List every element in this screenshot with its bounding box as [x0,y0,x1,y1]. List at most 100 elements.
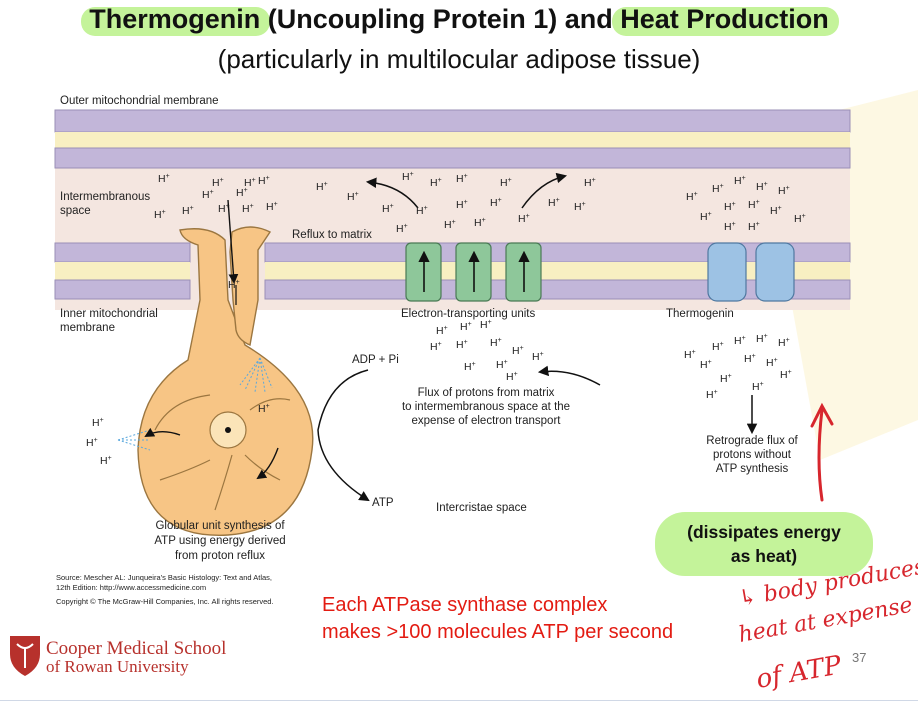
proton-label: H+ [212,177,224,189]
proton-label: H+ [686,191,698,203]
proton-label: H+ [242,203,254,215]
proton-label: H+ [182,205,194,217]
inner-membrane-label-2: membrane [60,322,115,334]
handwritten-line-3: of ATP [754,650,844,695]
slide-title: Thermogenin (Uncoupling Protein 1) and H… [0,4,918,35]
copyright-notice: Copyright © The McGraw-Hill Companies, I… [56,597,274,606]
proton-label: H+ [266,201,278,213]
footer-divider [0,700,918,701]
handwritten-arrow-head [810,402,834,428]
source-citation: Source: Mescher AL: Junqueira's Basic Hi… [56,573,272,593]
proton-label: H+ [456,339,468,351]
atpase-note: Each ATPase synthase complex makes >100 … [322,592,742,646]
dissipates-heat-callout: (dissipates energy as heat) [655,512,873,576]
logo-university-name: of Rowan University [46,657,189,676]
proton-label: H+ [770,205,782,217]
proton-label: H+ [100,455,112,467]
dissipates-line-1: (dissipates energy [687,522,841,542]
atpase-note-line-1: Each ATPase synthase complex [322,594,608,616]
proton-label: H+ [430,341,442,353]
intermembranous-label-2: space [60,205,91,217]
logo-school-name: Cooper Medical School [46,638,227,659]
title-highlight-heat: Heat Production [620,4,829,34]
proton-label: H+ [490,337,502,349]
proton-label: H+ [684,349,696,361]
proton-label: H+ [724,201,736,213]
proton-label: H+ [574,201,586,213]
proton-label: H+ [778,185,790,197]
slide-subtitle: (particularly in multilocular adipose ti… [217,44,701,74]
electron-transporting-units [405,242,542,302]
proton-label: H+ [756,181,768,193]
globular-label-3: from proton reflux [175,550,265,562]
outer-membrane-label: Outer mitochondrial membrane [60,95,219,107]
proton-label: H+ [748,221,760,233]
dissipates-line-2: as heat) [730,546,798,566]
proton-label: H+ [436,325,448,337]
source-line-1: Source: Mescher AL: Junqueira's Basic Hi… [56,573,272,582]
outer-membrane [54,109,851,169]
proton-label: H+ [734,175,746,187]
cooper-logo-icon [10,636,40,676]
thermogenin-label: Thermogenin [666,308,734,320]
proton-label: H+ [464,361,476,373]
proton-label: H+ [92,417,104,429]
proton-label: H+ [416,205,428,217]
proton-label: H+ [218,203,230,215]
proton-label: H+ [316,181,328,193]
proton-label: H+ [752,381,764,393]
inner-membrane-label-1: Inner mitochondrial [60,308,158,320]
reflux-label: Reflux to matrix [292,229,372,241]
proton-label: H+ [756,333,768,345]
proton-label: H+ [548,197,560,209]
thermogenin-channel [707,242,795,302]
proton-label: H+ [236,187,248,199]
proton-label: H+ [584,177,596,189]
retro-label-1: Retrograde flux of [706,435,798,447]
electron-units-label: Electron-transporting units [401,308,535,320]
proton-label: H+ [778,337,790,349]
proton-label: H+ [700,359,712,371]
proton-label: H+ [744,353,756,365]
proton-label: H+ [706,389,718,401]
retro-label-3: ATP synthesis [716,463,789,475]
proton-label: H+ [444,219,456,231]
flux-label-3: expense of electron transport [412,415,562,427]
proton-label: H+ [228,279,240,291]
proton-label: H+ [86,437,98,449]
proton-label: H+ [258,175,270,187]
proton-label: H+ [258,403,270,415]
proton-label: H+ [382,203,394,215]
atp-synthase-complex [117,199,314,536]
proton-label: H+ [474,217,486,229]
handwritten-annotation [810,402,834,502]
reflux-arrow-right [521,172,568,209]
proton-label: H+ [518,213,530,225]
proton-label: H+ [500,177,512,189]
atpase-note-line-2: makes >100 molecules ATP per second [322,621,674,643]
proton-label: H+ [748,199,760,211]
proton-label: H+ [794,213,806,225]
title-highlight-thermogenin: Thermogenin [89,4,261,34]
globular-label-1: Globular unit synthesis of [155,520,285,532]
proton-label: H+ [734,335,746,347]
proton-label: H+ [396,223,408,235]
intermembranous-label-1: Intermembranous [60,191,150,203]
proton-label: H+ [512,345,524,357]
proton-label: H+ [158,173,170,185]
proton-label: H+ [506,371,518,383]
proton-labels: H+H+H+H+H+H+H+H+H+H+H+H+H+H+H+H+H+H+H+H+… [86,171,806,467]
proton-label: H+ [724,221,736,233]
proton-label: H+ [202,189,214,201]
atp-label: ATP [372,497,394,509]
adp-label: ADP + Pi [352,354,399,366]
proton-label: H+ [456,173,468,185]
globular-label-2: ATP using energy derived [154,535,285,547]
proton-flux-arrow [537,365,601,386]
proton-label: H+ [430,177,442,189]
proton-label: H+ [460,321,472,333]
flux-label-1: Flux of protons from matrix [418,387,555,399]
retro-label-2: protons without [713,449,792,461]
proton-label: H+ [532,351,544,363]
